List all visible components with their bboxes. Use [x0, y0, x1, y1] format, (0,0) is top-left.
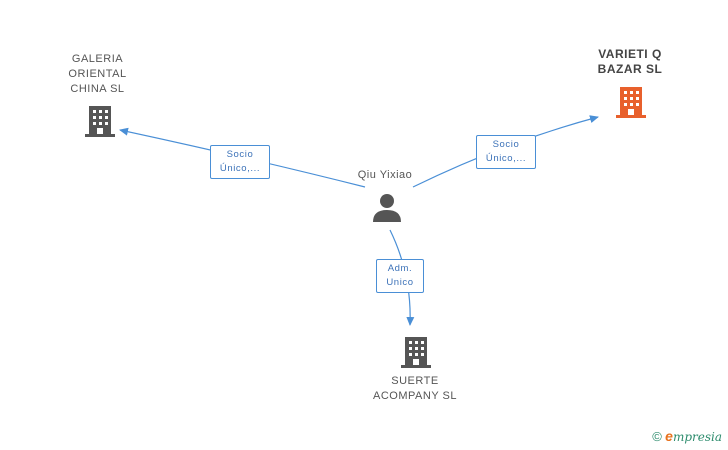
- edge-label-line: Único,...: [219, 163, 261, 174]
- edge-label-to-suerte[interactable]: Adm. Unico: [376, 259, 424, 293]
- copyright-symbol: ©: [652, 429, 662, 444]
- person-icon[interactable]: [371, 192, 403, 224]
- person-name[interactable]: Qiu Yixiao: [357, 169, 413, 181]
- edge-label-to-varieti[interactable]: Socio Único,...: [476, 135, 536, 169]
- building-icon[interactable]: [400, 335, 432, 369]
- node-label-line: ACOMPANY SL: [373, 390, 457, 402]
- node-label-line: CHINA SL: [70, 83, 125, 95]
- brand-logo-initial: e: [665, 428, 673, 444]
- node-label-line: ORIENTAL: [68, 68, 127, 80]
- edge-label-line: Único,...: [485, 153, 527, 164]
- footer-brand: © empresia: [652, 428, 722, 444]
- edge-label-to-galeria[interactable]: Socio Único,...: [210, 145, 270, 179]
- edge-label-line: Adm.: [387, 263, 413, 274]
- edge-label-line: Socio: [226, 149, 254, 160]
- edge-label-line: Socio: [492, 139, 520, 150]
- building-icon[interactable]: [615, 85, 647, 119]
- node-label-varieti[interactable]: VARIETI Q BAZAR SL: [585, 47, 675, 77]
- node-label-line: BAZAR SL: [597, 62, 663, 76]
- node-label-galeria[interactable]: GALERIA ORIENTAL CHINA SL: [55, 52, 140, 97]
- node-label-line: SUERTE: [391, 375, 439, 387]
- edge-label-line: Unico: [386, 277, 414, 288]
- building-icon[interactable]: [84, 104, 116, 138]
- brand-name: mpresia: [672, 430, 722, 444]
- node-label-line: GALERIA: [71, 53, 124, 65]
- node-label-suerte[interactable]: SUERTE ACOMPANY SL: [360, 374, 470, 404]
- node-label-line: VARIETI Q: [598, 47, 662, 61]
